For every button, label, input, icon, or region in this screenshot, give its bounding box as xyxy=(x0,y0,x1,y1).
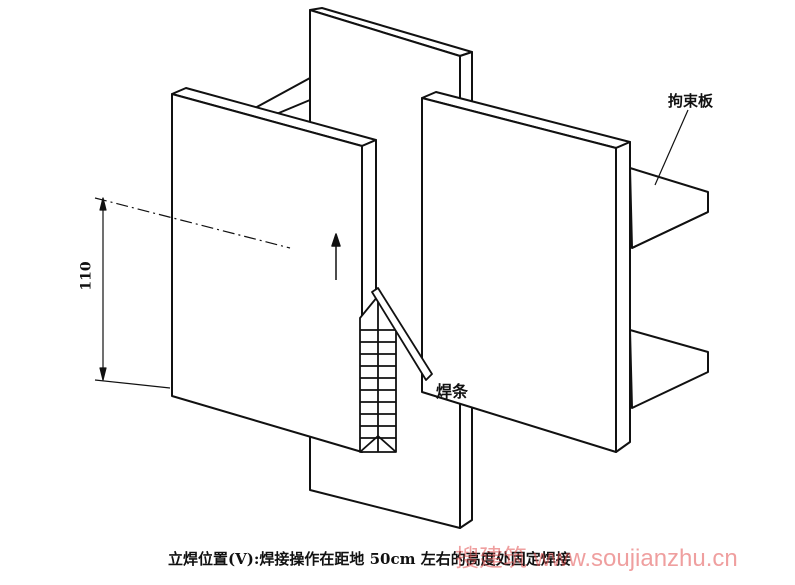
restraint-plate-lower xyxy=(629,329,709,409)
weld-seam xyxy=(359,295,397,453)
dimension-line xyxy=(94,197,291,389)
restraint-leader-line xyxy=(654,109,689,186)
figure-caption: 立焊位置(V):焊接操作在距地 50cm 左右的高度处固定焊接 xyxy=(168,550,571,568)
up-arrow-icon xyxy=(331,233,341,280)
welding-rod-label: 焊条 xyxy=(436,382,469,401)
right-plate xyxy=(421,91,631,453)
watermark: 搜建筑 www.soujianzhu.cn xyxy=(455,545,738,572)
restraint-plate-upper xyxy=(254,77,709,249)
left-plate xyxy=(171,87,377,453)
dimension-label: 110 xyxy=(78,261,95,291)
welding-rod xyxy=(371,287,433,381)
restraint-plate-label: 拘束板 xyxy=(668,92,714,110)
